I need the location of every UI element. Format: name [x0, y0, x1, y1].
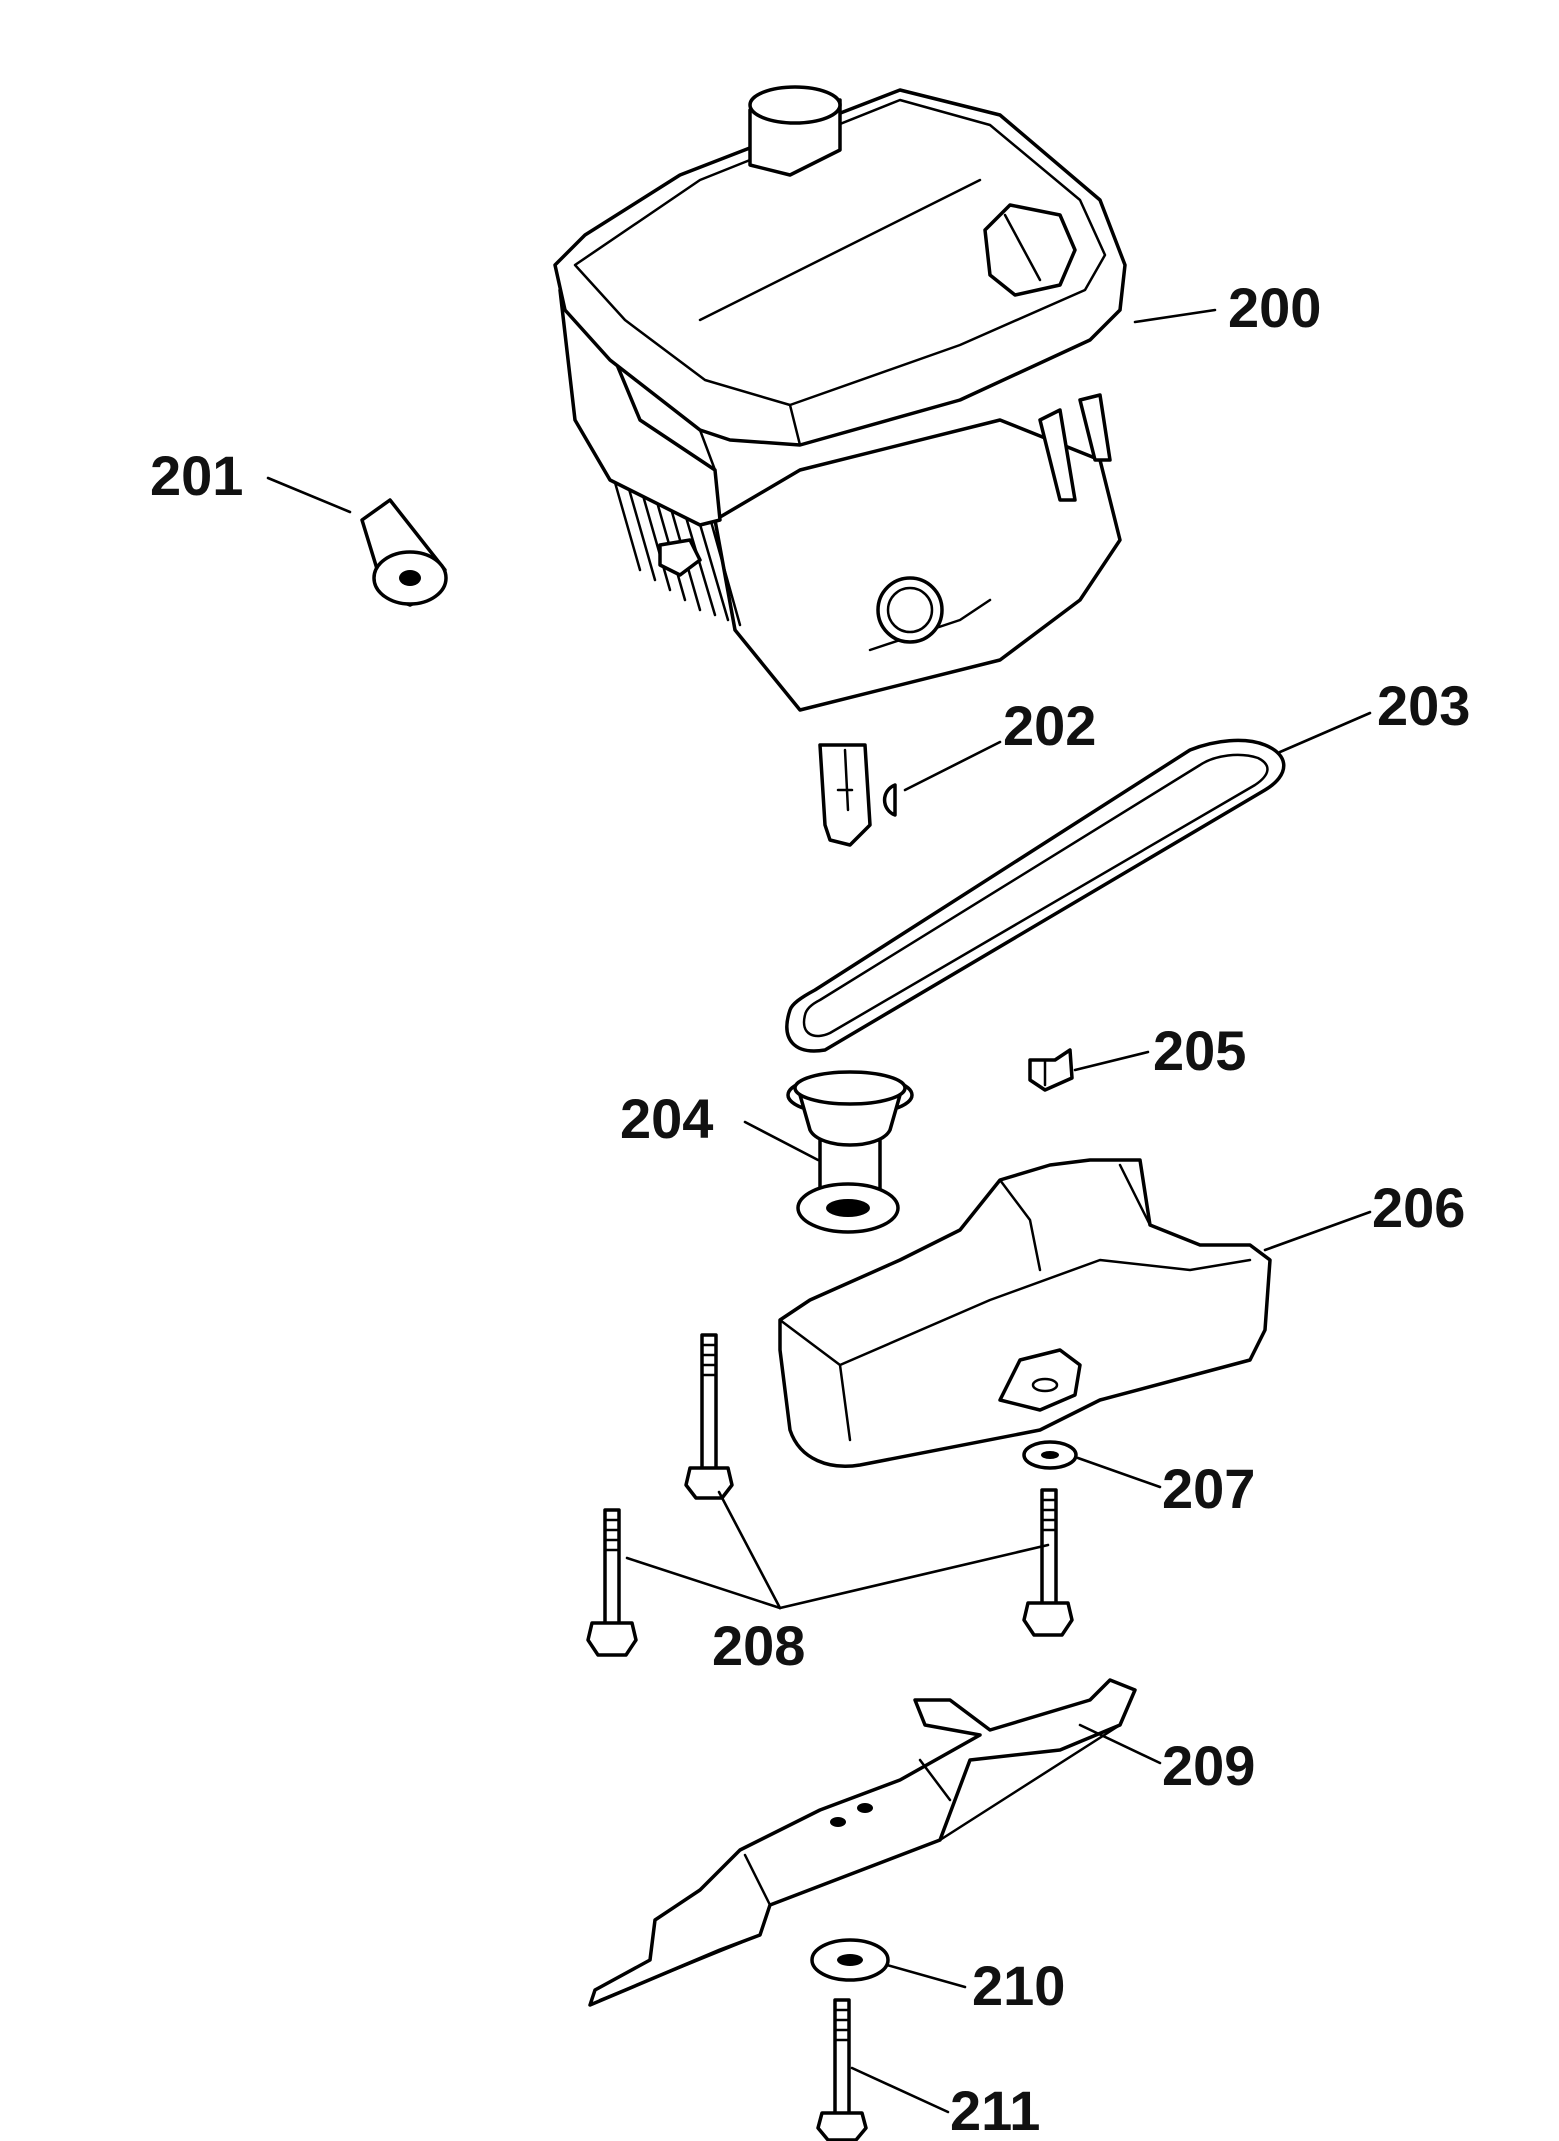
callout-208: 208 [712, 1614, 805, 1677]
shaft-key-part [818, 743, 897, 847]
callout-211: 211 [950, 2079, 1040, 2141]
engine-part [553, 85, 1127, 712]
callout-203: 203 [1377, 674, 1470, 737]
clip-part [1028, 1048, 1074, 1092]
spacer-part [360, 498, 448, 607]
blade-bolt-part [816, 1998, 868, 2141]
blade-part [588, 1678, 1137, 2007]
belt-part [785, 738, 1286, 1053]
callout-205: 205 [1153, 1019, 1246, 1082]
callout-201: 201 [150, 444, 243, 507]
callout-207: 207 [1162, 1457, 1255, 1520]
washer-small-part [1022, 1440, 1078, 1470]
callout-labels: 200 201 202 203 204 205 206 207 208 209 … [150, 276, 1470, 2141]
callout-206: 206 [1372, 1176, 1465, 1239]
washer-large-part [810, 1938, 890, 1982]
bolt-group-part [586, 1333, 1074, 1657]
leader-lines [266, 308, 1372, 2114]
callout-209: 209 [1162, 1734, 1255, 1797]
callout-202: 202 [1003, 694, 1096, 757]
pulley-part [786, 1070, 914, 1234]
callout-204: 204 [620, 1087, 713, 1150]
belt-guard-part [778, 1158, 1272, 1468]
callout-200: 200 [1228, 276, 1321, 339]
callout-210: 210 [972, 1954, 1065, 2017]
